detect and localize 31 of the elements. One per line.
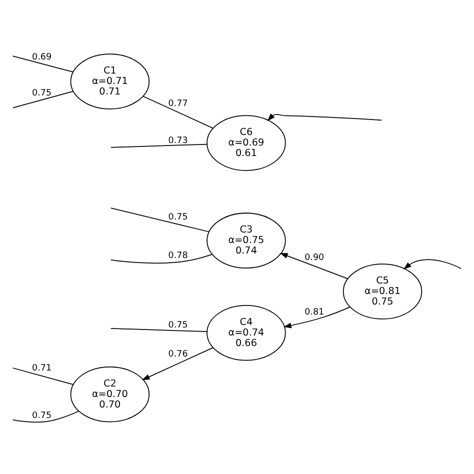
arrow: [267, 113, 382, 121]
node-ellipse: C4 α=0.74 0.66: [206, 304, 286, 360]
edge-label: 0.76: [168, 349, 188, 360]
arrow: [142, 346, 214, 380]
edge-label: 0.90: [304, 252, 324, 262]
connector: [110, 143, 208, 148]
edge-label: 0.81: [304, 306, 324, 317]
node-ellipse: C6 α=0.69 0.61: [206, 114, 286, 170]
arrow: [283, 306, 351, 328]
node-ellipse: C1 α=0.71 0.71: [70, 53, 150, 109]
connector: [12, 90, 74, 108]
edge-label: 0.75: [168, 320, 188, 330]
connector: [12, 410, 80, 422]
edge-label: 0.75: [32, 410, 52, 421]
arrow: [403, 258, 462, 270]
edge-label: 0.73: [168, 136, 188, 146]
connector: [110, 253, 213, 264]
edge-label: 0.75: [168, 212, 188, 222]
connector: [12, 367, 74, 384]
edge-label: 0.71: [32, 363, 52, 374]
connector: [110, 207, 210, 232]
edge-label: 0.69: [32, 52, 52, 62]
arrow: [280, 252, 348, 279]
edge-label: 0.77: [168, 98, 188, 109]
connector: [142, 95, 214, 128]
edge-label: 0.75: [32, 88, 52, 98]
connector: [110, 328, 208, 332]
node-ellipse: C3 α=0.75 0.74: [206, 212, 286, 268]
node-ellipse: C5 α=0.81 0.75: [342, 263, 422, 319]
connector: [12, 55, 74, 72]
edge-label: 0.78: [168, 250, 188, 261]
